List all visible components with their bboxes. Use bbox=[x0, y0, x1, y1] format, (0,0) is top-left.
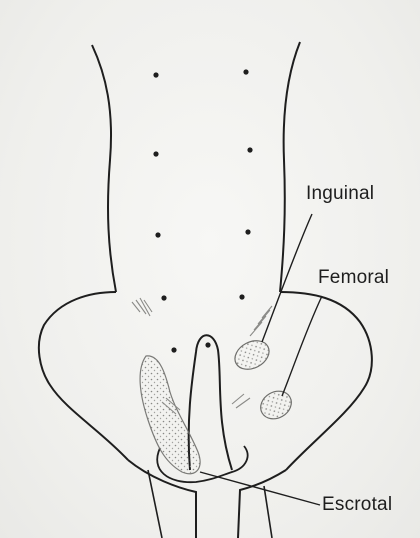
marker-dot bbox=[153, 151, 158, 156]
right-leg-outer-line bbox=[264, 486, 272, 538]
right-hip-curve bbox=[280, 292, 372, 470]
torso-right-edge bbox=[280, 42, 300, 292]
femoral-label: Femoral bbox=[318, 267, 389, 289]
marker-dot bbox=[245, 229, 250, 234]
marker-dot bbox=[239, 294, 244, 299]
abdominal-marker-dots bbox=[153, 69, 252, 352]
right-leg-inner-line bbox=[238, 470, 286, 538]
escrotal-label: Escrotal bbox=[322, 494, 392, 516]
escrotal-leader-line bbox=[200, 472, 320, 505]
marker-dot bbox=[153, 72, 158, 77]
femoral-leader-line bbox=[282, 296, 322, 396]
femoral-hernia-shading bbox=[256, 386, 297, 425]
torso-left-edge bbox=[92, 45, 116, 292]
marker-dot bbox=[155, 232, 160, 237]
inguinal-leader-line bbox=[262, 214, 312, 342]
marker-dot bbox=[247, 147, 252, 152]
inguinal-hernia-shading bbox=[230, 335, 274, 375]
inguinal-label: Inguinal bbox=[306, 183, 374, 205]
marker-dot bbox=[243, 69, 248, 74]
marker-dot bbox=[205, 342, 210, 347]
marker-dot bbox=[161, 295, 166, 300]
left-hip-curve bbox=[39, 292, 128, 460]
marker-dot bbox=[171, 347, 176, 352]
